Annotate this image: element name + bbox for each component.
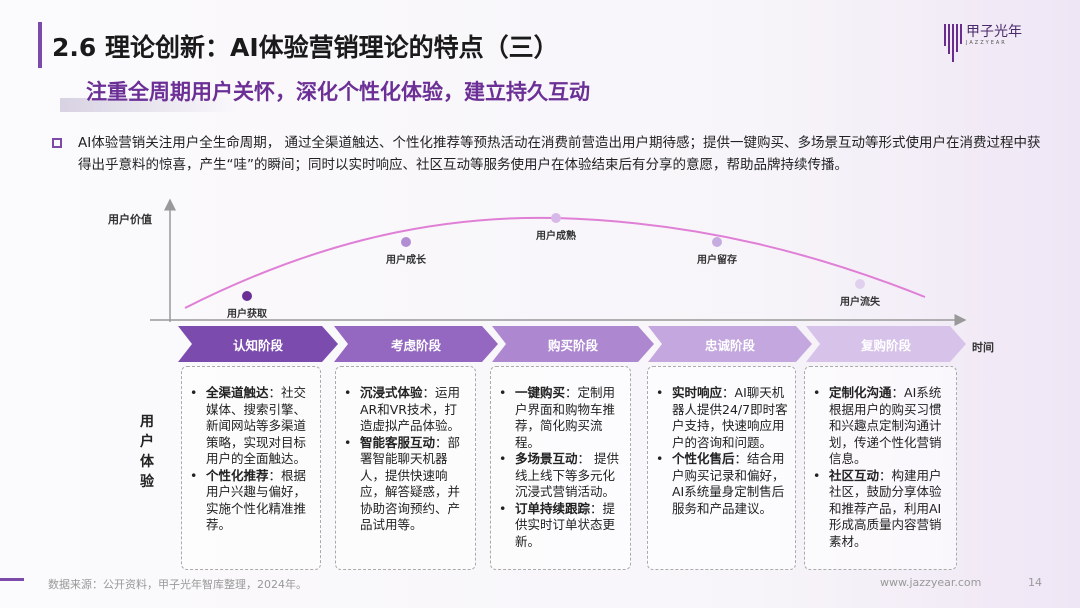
stage-3: 购买阶段: [492, 326, 654, 362]
page-number: 14: [1028, 576, 1042, 589]
stage-label: 考虑阶段: [390, 337, 441, 353]
stage-label: 复购阶段: [860, 337, 911, 353]
detail-key: 一键购买: [515, 385, 566, 400]
logo-sub: JAZZYEAR: [966, 40, 1007, 46]
logo-bars-icon: [944, 24, 962, 62]
data-source: 数据来源：公开资料，甲子光年智库整理，2024年。: [48, 578, 307, 591]
chart-point-label: 用户流失: [840, 297, 880, 308]
stage-detail-box: 实时响应：AI聊天机器人提供24/7即时客户支持，快速响应用户的咨询和问题。个性…: [647, 366, 796, 570]
website-link[interactable]: www.jazzyear.com: [880, 576, 982, 589]
detail-text: ： 提供线上线下等多元化沉浸式营销活动。: [515, 451, 619, 499]
stage-detail-box: 一键购买：定制用户界面和购物车推荐，简化购买流程。多场景互动： 提供线上线下等多…: [490, 366, 631, 570]
detail-item: 订单持续跟踪：提供实时订单状态更新。: [499, 501, 624, 551]
detail-text: ：提供实时订单状态更新。: [515, 500, 616, 549]
detail-key: 定制化沟通: [829, 385, 892, 400]
detail-key: 智能客服互动: [360, 434, 436, 450]
square-bullet-icon: [52, 138, 62, 148]
detail-key: 沉浸式体验: [360, 385, 423, 400]
stage-label: 认知阶段: [232, 337, 283, 353]
detail-item: 个性化售后：结合用户购买记录和偏好，AI系统量身定制售后服务和产品建议。: [656, 451, 789, 517]
stage-5: 复购阶段: [806, 326, 966, 362]
stage-label: 购买阶段: [547, 337, 598, 353]
stage-detail-box: 定制化沟通：AI系统根据用户的购买习惯和兴趣点定制沟通计划，传递个性化营销信息。…: [804, 366, 957, 570]
detail-text: ：构建用户社区，鼓励分享体验和推荐产品，利用AI形成高质量内容营销素材。: [829, 467, 942, 549]
chart-point-label: 用户成熟: [536, 231, 576, 242]
stage-detail-box: 全渠道触达：社交媒体、搜索引擎、新闻网站等多渠道策略，实现对目标用户的全面触达。…: [181, 366, 321, 570]
detail-key: 全渠道触达: [206, 385, 269, 400]
detail-text: ：运用AR和VR技术，打造虚拟产品体验。: [360, 385, 461, 433]
logo-name: 甲子光年: [966, 24, 1022, 40]
detail-text: ：AI系统根据用户的购买习惯和兴趣点定制沟通计划，传递个性化营销信息。: [829, 385, 942, 466]
stage-detail-box: 沉浸式体验：运用AR和VR技术，打造虚拟产品体验。智能客服互动：部署智能聊天机器…: [335, 366, 476, 570]
title-accent-bar: [38, 22, 42, 68]
intro-paragraph: AI体验营销关注用户全生命周期， 通过全渠道触达、个性化推荐等预热活动在消费前营…: [52, 132, 1042, 176]
detail-item: 实时响应：AI聊天机器人提供24/7即时客户支持，快速响应用户的咨询和问题。: [656, 385, 789, 451]
detail-text: ：定制用户界面和购物车推荐，简化购买流程。: [515, 385, 616, 450]
subtitle-shade: [60, 98, 240, 112]
chart-point: [551, 213, 561, 223]
detail-key: 实时响应: [672, 385, 723, 400]
detail-text: ：结合用户购买记录和偏好，AI系统量身定制售后服务和产品建议。: [672, 451, 785, 516]
chart-point-label: 用户成长: [386, 255, 426, 266]
chart-point: [855, 279, 865, 289]
detail-item: 定制化沟通：AI系统根据用户的购买习惯和兴趣点定制沟通计划，传递个性化营销信息。: [813, 385, 950, 468]
chart-point: [712, 237, 722, 247]
detail-key: 个性化售后: [672, 451, 735, 466]
detail-key: 社区互动: [829, 467, 880, 483]
user-experience-label: 用户体验: [140, 414, 154, 490]
y-axis-label: 用户价值: [108, 213, 152, 226]
footer-accent: [0, 578, 24, 581]
detail-item: 多场景互动： 提供线上线下等多元化沉浸式营销活动。: [499, 451, 624, 501]
stage-2: 考虑阶段: [334, 326, 498, 362]
stage-label: 忠诚阶段: [704, 337, 755, 353]
stage-4: 忠诚阶段: [648, 326, 812, 362]
detail-text: ：根据用户兴趣与偏好，实施个性化精准推荐。: [206, 467, 307, 533]
chart-point: [401, 237, 411, 247]
detail-key: 订单持续跟踪: [515, 500, 591, 516]
detail-key: 多场景互动: [515, 451, 578, 466]
chart-point-label: 用户获取: [227, 309, 267, 320]
detail-item: 沉浸式体验：运用AR和VR技术，打造虚拟产品体验。: [344, 385, 469, 435]
detail-item: 社区互动：构建用户社区，鼓励分享体验和推荐产品，利用AI形成高质量内容营销素材。: [813, 468, 950, 551]
chart-point: [242, 291, 252, 301]
page-title: 2.6 理论创新：AI体验营销理论的特点（三）: [52, 33, 559, 62]
detail-item: 一键购买：定制用户界面和购物车推荐，简化购买流程。: [499, 385, 624, 451]
x-axis-label: 时间: [972, 341, 994, 354]
stage-1: 认知阶段: [178, 326, 338, 362]
detail-text: ：社交媒体、搜索引擎、新闻网站等多渠道策略，实现对目标用户的全面触达。: [206, 385, 307, 466]
subtitle: 注重全周期用户关怀，深化个性化体验，建立持久互动: [86, 80, 590, 104]
chart-point-label: 用户留存: [697, 255, 737, 266]
detail-text: ：部署智能聊天机器人，提供快速响应，解答疑惑，并协助咨询预约、产品试用等。: [360, 434, 461, 533]
intro-text: AI体验营销关注用户全生命周期， 通过全渠道触达、个性化推荐等预热活动在消费前营…: [78, 135, 1041, 173]
detail-item: 智能客服互动：部署智能聊天机器人，提供快速响应，解答疑惑，并协助咨询预约、产品试…: [344, 435, 469, 534]
detail-item: 个性化推荐：根据用户兴趣与偏好，实施个性化精准推荐。: [190, 468, 314, 534]
detail-item: 全渠道触达：社交媒体、搜索引擎、新闻网站等多渠道策略，实现对目标用户的全面触达。: [190, 385, 314, 468]
detail-text: ：AI聊天机器人提供24/7即时客户支持，快速响应用户的咨询和问题。: [672, 385, 788, 450]
detail-key: 个性化推荐: [206, 467, 269, 483]
